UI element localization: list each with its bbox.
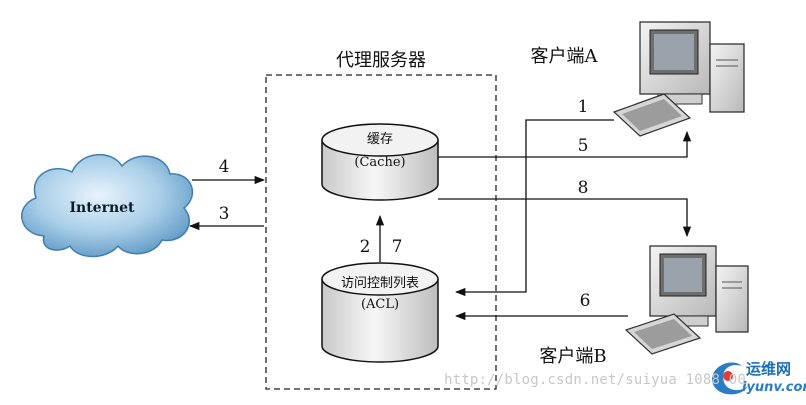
badge-title: 运维网 [746,360,792,378]
client-b-computer-icon [624,245,749,355]
proxy-server-box [265,74,497,390]
iyunv-logo-icon [712,362,748,395]
client-a-label: 客户端A [531,46,599,67]
acl-label-en: (ACL) [361,297,399,312]
step-6-label: 6 [580,291,591,311]
step-8-arrow [438,198,692,238]
step-4-label: 4 [219,157,230,177]
step-5-label: 5 [578,136,589,156]
step-1-label: 1 [578,97,589,117]
cache-label-cn: 缓存 [367,132,393,147]
watermark-url: http://blog.csdn.net/suiyua 1088 00 [444,372,747,388]
acl-cylinder: 访问控制列表 (ACL) [321,262,439,363]
client-a-computer-icon [612,21,745,137]
cache-label-en: (Cache) [354,155,405,170]
badge-subtitle: iyunv.com [742,380,806,395]
internet-cloud: Internet [20,153,194,258]
step-3-label: 3 [219,204,230,224]
cache-cylinder: 缓存 (Cache) [321,123,439,201]
step-7-label: 7 [392,237,403,257]
step-2-label: 2 [360,237,371,257]
client-b-label: 客户端B [539,346,606,367]
step-1-arrow [454,119,614,297]
proxy-server-title: 代理服务器 [336,50,426,71]
step-5-arrow [438,130,692,158]
internet-label: Internet [69,200,135,216]
step-8-label: 8 [578,178,589,198]
acl-label-cn: 访问控制列表 [341,276,419,291]
